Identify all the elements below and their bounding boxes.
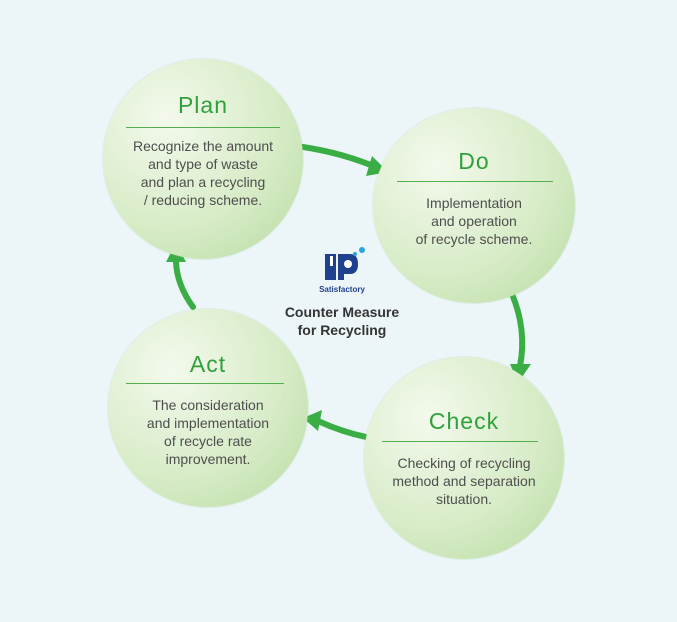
- center-label: Counter Measure for Recycling: [260, 303, 424, 339]
- act-description: The consideration and implementation of …: [108, 396, 308, 468]
- act-line-3: of recycle rate: [164, 433, 252, 449]
- check-description: Checking of recycling method and separat…: [364, 454, 564, 508]
- do-title: Do: [458, 148, 490, 174]
- check-divider: [382, 441, 538, 442]
- act-title: Act: [189, 351, 227, 377]
- arrow-do-to-check: [509, 291, 526, 369]
- plan-line-1: Recognize the amount: [132, 138, 274, 154]
- act-divider: [126, 383, 284, 384]
- center-label-line-2: for Recycling: [297, 322, 387, 338]
- do-line-1: Implementation: [426, 195, 522, 211]
- arrow-do-to-check-head: [510, 364, 531, 383]
- plan-title: Plan: [177, 92, 229, 118]
- plan-description: Recognize the amount and type of waste a…: [103, 137, 303, 209]
- satisfactory-logo-icon: [318, 244, 368, 296]
- act-line-4: improvement.: [165, 451, 251, 467]
- plan-circle: Plan Recognize the amount and type of wa…: [103, 59, 303, 259]
- logo-wordmark: Satisfactory: [319, 285, 365, 294]
- plan-line-4: / reducing scheme.: [143, 192, 263, 208]
- check-circle: Check Checking of recycling method and s…: [364, 357, 564, 559]
- do-line-2: and operation: [431, 213, 517, 229]
- plan-divider: [126, 127, 280, 128]
- check-line-1: Checking of recycling: [397, 455, 531, 471]
- plan-line-3: and plan a recycling: [140, 174, 266, 190]
- arrow-act-to-plan: [173, 259, 196, 310]
- arrow-check-to-act-head: [303, 410, 322, 431]
- plan-line-2: and type of waste: [148, 156, 258, 172]
- arrow-plan-to-do: [300, 144, 381, 171]
- do-divider: [397, 181, 553, 182]
- do-description: Implementation and operation of recycle …: [373, 194, 575, 248]
- check-title: Check: [428, 408, 500, 434]
- check-line-2: method and separation: [392, 473, 536, 489]
- act-line-2: and implementation: [146, 415, 270, 431]
- act-circle: Act The consideration and implementation…: [108, 309, 308, 507]
- act-line-1: The consideration: [152, 397, 264, 413]
- center-label-line-1: Counter Measure: [284, 304, 400, 320]
- check-line-3: situation.: [435, 491, 493, 507]
- do-line-3: of recycle scheme.: [415, 231, 533, 247]
- arrow-check-to-act: [315, 418, 369, 440]
- do-circle: Do Implementation and operation of recyc…: [373, 108, 575, 303]
